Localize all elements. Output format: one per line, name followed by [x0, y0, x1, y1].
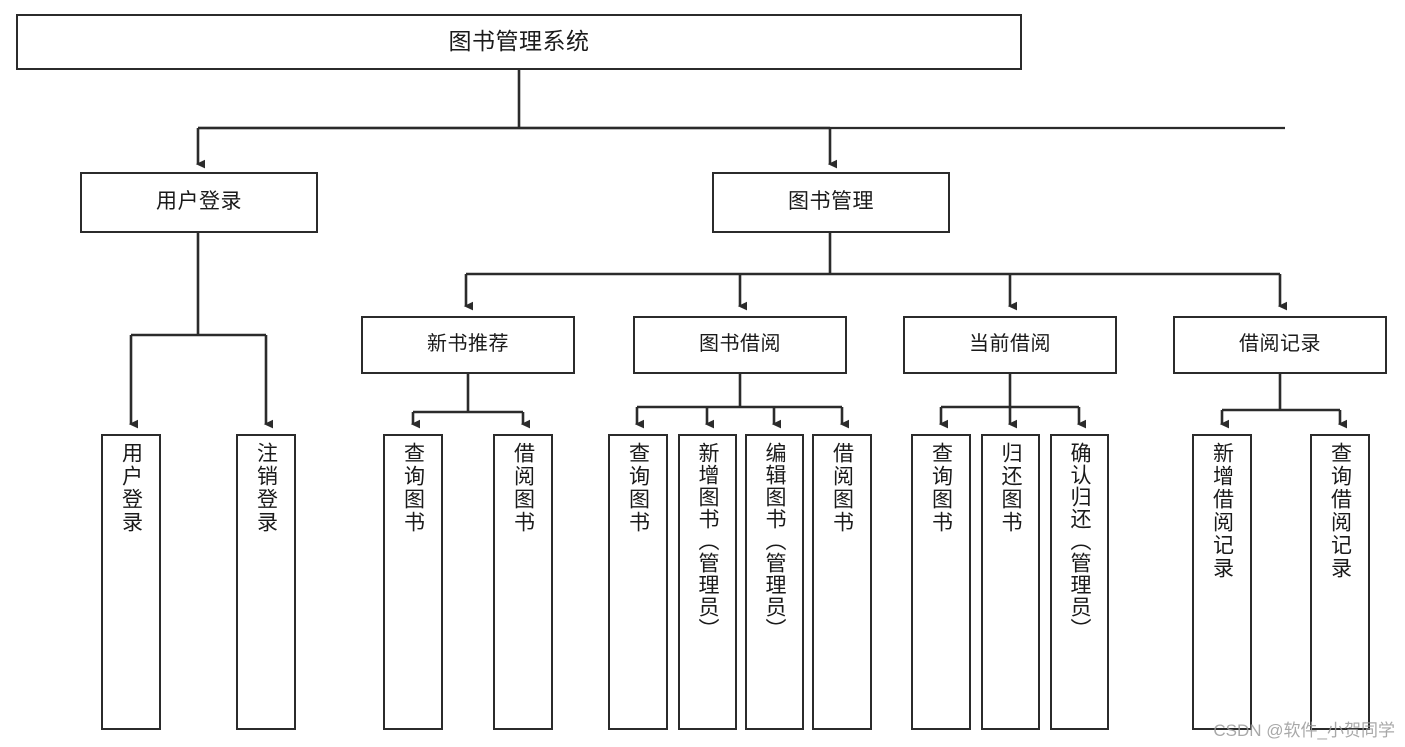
node-book-borrow[interactable]: 图书借阅: [633, 316, 847, 374]
node-book-borrow-label: 图书借阅: [699, 333, 781, 356]
leaf-borrow-add-book[interactable]: 新增图书（管理员）: [678, 434, 737, 730]
leaf-current-query-book-label: 查询图书: [929, 442, 953, 534]
leaf-logout[interactable]: 注销登录: [236, 434, 296, 730]
leaf-borrow-borrow-book[interactable]: 借阅图书: [812, 434, 872, 730]
leaf-borrow-add-book-label: 新增图书（管理员）: [696, 442, 719, 640]
leaf-record-query-label: 查询借阅记录: [1328, 442, 1352, 580]
node-user-login-label: 用户登录: [156, 190, 242, 214]
leaf-record-add-label: 新增借阅记录: [1210, 442, 1234, 580]
node-new-book-recommend-label: 新书推荐: [427, 333, 509, 356]
node-new-book-recommend[interactable]: 新书推荐: [361, 316, 575, 374]
node-root-label: 图书管理系统: [448, 28, 590, 55]
node-root[interactable]: 图书管理系统: [16, 14, 1022, 70]
node-book-management-label: 图书管理: [788, 190, 874, 214]
watermark: CSDN @软件_小贺同学: [1213, 721, 1395, 740]
leaf-recommend-borrow-book[interactable]: 借阅图书: [493, 434, 553, 730]
node-user-login[interactable]: 用户登录: [80, 172, 318, 233]
leaf-user-login[interactable]: 用户登录: [101, 434, 161, 730]
node-borrow-record[interactable]: 借阅记录: [1173, 316, 1387, 374]
leaf-current-return-book-label: 归还图书: [999, 442, 1022, 534]
leaf-borrow-edit-book-label: 编辑图书（管理员）: [763, 442, 786, 640]
leaf-borrow-edit-book[interactable]: 编辑图书（管理员）: [745, 434, 804, 730]
leaf-borrow-query-book[interactable]: 查询图书: [608, 434, 668, 730]
node-book-management[interactable]: 图书管理: [712, 172, 950, 233]
leaf-current-return-book[interactable]: 归还图书: [981, 434, 1040, 730]
node-borrow-record-label: 借阅记录: [1239, 333, 1321, 356]
leaf-record-add[interactable]: 新增借阅记录: [1192, 434, 1252, 730]
leaf-current-query-book[interactable]: 查询图书: [911, 434, 971, 730]
node-current-borrow[interactable]: 当前借阅: [903, 316, 1117, 374]
leaf-borrow-query-book-label: 查询图书: [626, 442, 650, 534]
leaf-current-confirm-return[interactable]: 确认归还（管理员）: [1050, 434, 1109, 730]
leaf-current-confirm-return-label: 确认归还（管理员）: [1068, 442, 1091, 640]
leaf-borrow-borrow-book-label: 借阅图书: [830, 442, 854, 534]
leaf-record-query[interactable]: 查询借阅记录: [1310, 434, 1370, 730]
leaf-user-login-label: 用户登录: [119, 442, 143, 534]
leaf-logout-label: 注销登录: [254, 442, 278, 534]
leaf-recommend-query-book[interactable]: 查询图书: [383, 434, 443, 730]
leaf-recommend-query-book-label: 查询图书: [401, 442, 425, 534]
leaf-recommend-borrow-book-label: 借阅图书: [511, 442, 535, 534]
node-current-borrow-label: 当前借阅: [969, 333, 1051, 356]
